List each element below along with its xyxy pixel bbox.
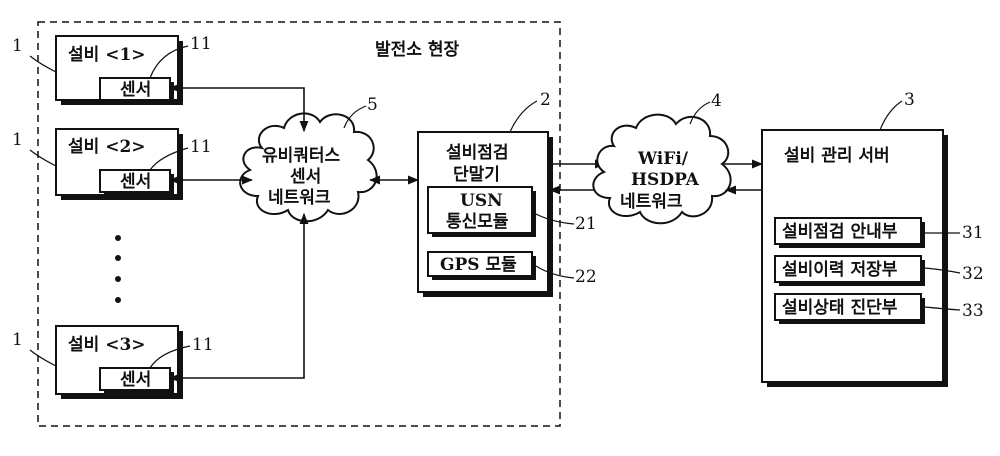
server-module-2: 설비이력 저장부 xyxy=(782,260,898,280)
site-title: 발전소 현장 xyxy=(375,40,459,60)
server-module-1: 설비점검 안내부 xyxy=(782,222,898,242)
usn-ref: 5 xyxy=(367,95,378,115)
terminal-line1: 설비점검 xyxy=(446,143,509,163)
equipment-1: 설비 <1> 센서 1 11 xyxy=(12,34,212,105)
equipment-2-label: 설비 <2> xyxy=(68,137,146,157)
equipment-2-ref: 1 xyxy=(12,130,23,150)
equipment-2-sensor-ref: 11 xyxy=(190,137,212,157)
wireless-line3: 네트워크 xyxy=(620,192,683,212)
equipment-management-server: 설비 관리 서버 설비점검 안내부 설비이력 저장부 설비상태 진단부 3 31… xyxy=(762,90,984,387)
equipment-3-label: 설비 <3> xyxy=(68,335,146,355)
wireless-line2: HSDPA xyxy=(631,170,700,190)
server-module-3: 설비상태 진단부 xyxy=(782,298,898,318)
usn-module-ref: 21 xyxy=(575,214,597,234)
equipment-2-sensor: 센서 xyxy=(120,172,151,192)
equipment-3-ref: 1 xyxy=(12,330,23,350)
equipment-1-sensor-ref: 11 xyxy=(190,34,212,54)
equipment-1-ref: 1 xyxy=(12,36,23,56)
server-ref: 3 xyxy=(904,90,915,110)
equipment-3-sensor-ref: 11 xyxy=(192,335,214,355)
wireless-cloud: WiFi/ HSDPA 네트워크 4 xyxy=(593,91,730,223)
equipment-2: 설비 <2> 센서 1 11 xyxy=(12,129,212,200)
gps-module-ref: 22 xyxy=(575,267,597,287)
equipment-1-sensor: 센서 xyxy=(120,80,151,100)
server-title: 설비 관리 서버 xyxy=(784,146,890,166)
server-module-3-ref: 33 xyxy=(962,301,984,321)
usn-module-line1: USN xyxy=(460,191,503,211)
wireless-ref: 4 xyxy=(711,91,722,111)
equipment-3: 설비 <3> 센서 1 11 xyxy=(12,326,214,399)
server-module-1-ref: 31 xyxy=(962,223,984,243)
terminal-line2: 단말기 xyxy=(453,164,500,185)
ellipsis-dots xyxy=(115,235,121,303)
usn-cloud-line3: 네트워크 xyxy=(268,188,331,208)
equipment-3-sensor: 센서 xyxy=(120,370,151,390)
usn-cloud-line1: 유비쿼터스 xyxy=(262,146,341,166)
wireless-line1: WiFi/ xyxy=(637,149,689,169)
usn-cloud-line2: 센서 xyxy=(290,167,321,187)
terminal-ref: 2 xyxy=(540,90,551,110)
equipment-1-label: 설비 <1> xyxy=(68,45,146,65)
usn-cloud: 유비쿼터스 센서 네트워크 5 xyxy=(240,95,378,221)
inspection-terminal: 설비점검 단말기 USN 통신모듈 GPS 모듈 2 21 22 xyxy=(418,90,597,297)
server-module-2-ref: 32 xyxy=(962,264,984,284)
gps-module: GPS 모듈 xyxy=(440,255,517,275)
usn-module-line2: 통신모듈 xyxy=(446,212,509,232)
